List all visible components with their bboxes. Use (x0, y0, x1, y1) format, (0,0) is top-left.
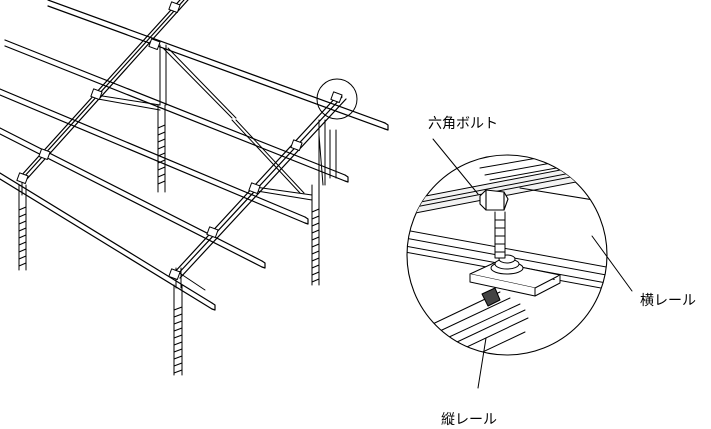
h-rail-3 (0, 88, 309, 225)
pile-center-left (157, 104, 166, 193)
detail-bolt-assembly (490, 211, 524, 275)
h-rail-2 (4, 39, 349, 183)
leader-hex-bolt (432, 138, 479, 195)
callout-circle (316, 78, 358, 120)
h-rail-5 (0, 172, 216, 311)
mounting-frame (0, 0, 389, 376)
detail-circle (406, 154, 608, 356)
ground-screw-piles (18, 104, 337, 376)
vertical-rails-main (19, 0, 347, 279)
leader-vertical-rail (477, 337, 487, 389)
label-vertical-rail: 縦レール (441, 412, 497, 428)
label-hex-bolt: 六角ボルト (428, 116, 498, 132)
leader-horizontal-rail (591, 235, 633, 292)
pile-center-right (311, 184, 320, 286)
detail-view (406, 138, 633, 389)
main-rail-1 (19, 0, 189, 181)
pile-front (173, 284, 183, 376)
pile-right (318, 119, 337, 186)
pile-left (18, 184, 27, 271)
h-rail-1 (47, 0, 389, 131)
detail-hex-bolt-head (479, 189, 509, 211)
label-horizontal-rail: 横レール (640, 293, 696, 309)
rail-clamps (16, 1, 343, 280)
horizontal-rails (0, 0, 389, 311)
